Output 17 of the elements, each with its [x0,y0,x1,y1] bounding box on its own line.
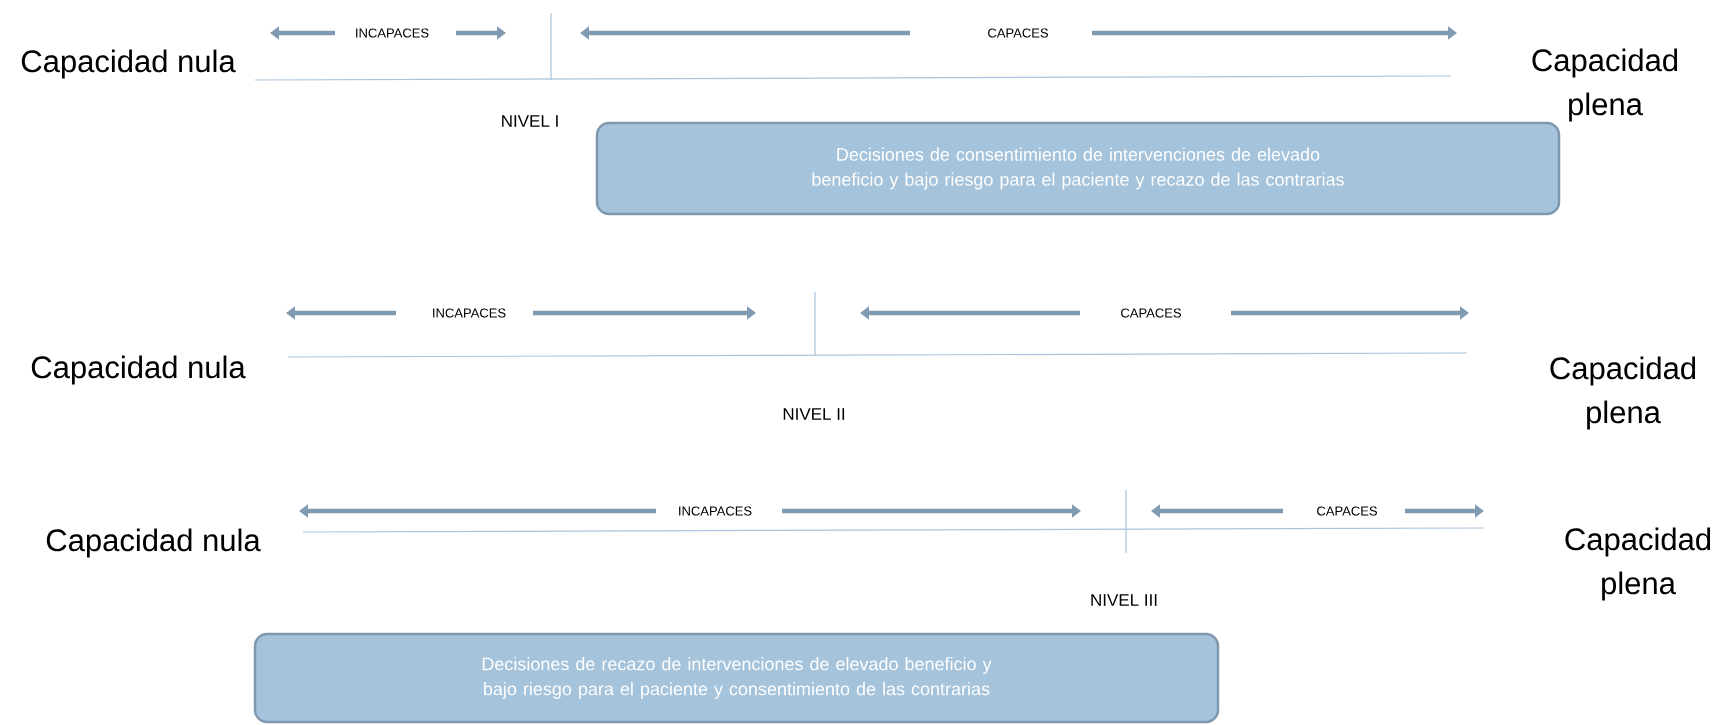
range-label: CAPACES [1121,308,1181,318]
decision-box: Decisiones de consentimiento de intervenciones de elevado beneficio y bajo riesgo para el paciente y recazo de las contrarias [595,121,1561,216]
level-label: NIVEL II [783,408,845,420]
scale-end-label: Capacidad nula [21,49,236,79]
scale-end-label: Capacidad plena [1565,527,1711,601]
range-label: INCAPACES [433,308,506,318]
scale-end-label: Capacidad plena [1532,48,1678,122]
scale-end-label: Capacidad plena [1550,356,1696,430]
scale-end-label: Capacidad nula [46,528,261,558]
range-label: CAPACES [988,28,1048,38]
level-label: NIVEL III [1091,594,1157,606]
scale-end-label: Capacidad nula [31,355,246,385]
range-label: INCAPACES [679,506,752,516]
range-label: INCAPACES [356,28,429,38]
level-label: NIVEL I [502,115,558,127]
range-label: CAPACES [1317,506,1377,516]
decision-box: Decisiones de recazo de intervenciones de elevado beneficio y bajo riesgo para el paciente y consentimiento de las contrarias [253,632,1220,724]
